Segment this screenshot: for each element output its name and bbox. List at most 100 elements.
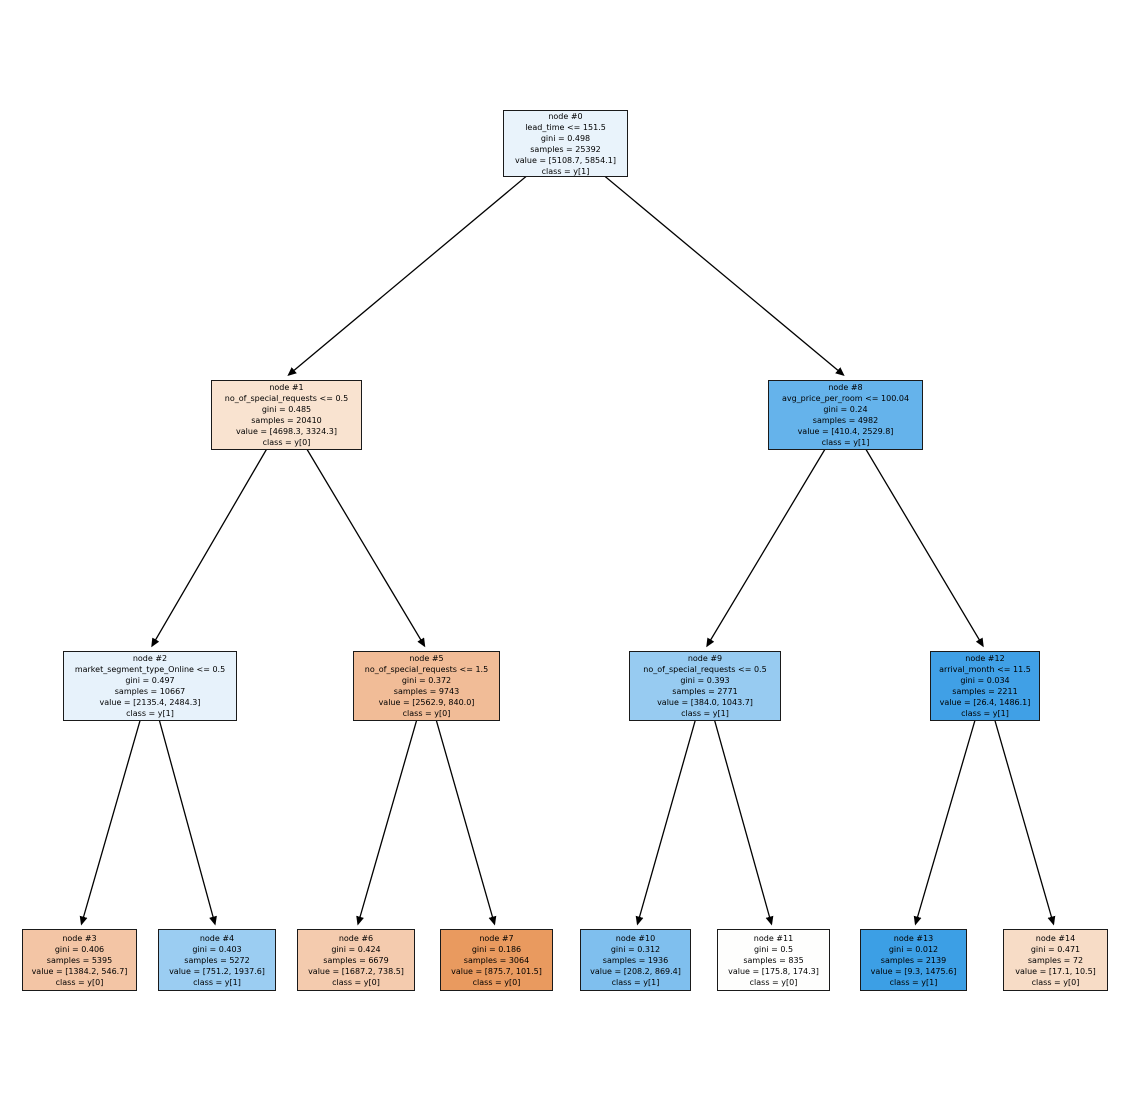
node-class: class = y[1] bbox=[193, 977, 241, 987]
node-label: node #0 bbox=[548, 111, 583, 121]
node-split-condition: market_segment_type_Online <= 0.5 bbox=[74, 665, 226, 674]
node-value: value = [410.4, 2529.8] bbox=[797, 427, 894, 436]
node-class: class = y[0] bbox=[332, 977, 380, 987]
tree-node-11: node #11 gini = 0.5 samples = 835 value … bbox=[717, 929, 830, 991]
node-split-condition: arrival_month <= 11.5 bbox=[939, 665, 1031, 674]
node-label: node #12 bbox=[965, 654, 1005, 663]
node-gini: gini = 0.012 bbox=[888, 944, 939, 954]
node-class: class = y[0] bbox=[472, 977, 521, 987]
node-value: value = [2562.9, 840.0] bbox=[378, 698, 475, 707]
node-gini: gini = 0.312 bbox=[610, 944, 661, 954]
node-samples: samples = 10667 bbox=[114, 687, 186, 696]
node-samples: samples = 5272 bbox=[184, 955, 250, 965]
node-gini: gini = 0.5 bbox=[753, 944, 794, 954]
node-label: node #8 bbox=[828, 383, 863, 392]
node-gini: gini = 0.471 bbox=[1030, 944, 1081, 954]
node-samples: samples = 2139 bbox=[880, 955, 947, 965]
edge-8-9 bbox=[706, 414, 847, 648]
node-label: node #14 bbox=[1035, 933, 1076, 943]
node-value: value = [2135.4, 2484.3] bbox=[99, 698, 201, 707]
node-value: value = [9.3, 1475.6] bbox=[870, 966, 957, 976]
tree-node-13: node #13 gini = 0.012 samples = 2139 val… bbox=[860, 929, 967, 991]
tree-node-2: node #2 market_segment_type_Online <= 0.… bbox=[63, 651, 237, 721]
node-value: value = [5108.7, 5854.1] bbox=[515, 155, 616, 165]
node-class: class = y[1] bbox=[961, 709, 1009, 718]
node-samples: samples = 6679 bbox=[323, 955, 389, 965]
node-label: node #4 bbox=[199, 933, 235, 943]
node-label: node #1 bbox=[269, 383, 304, 392]
node-gini: gini = 0.498 bbox=[540, 133, 591, 143]
edge-5-7 bbox=[425, 685, 497, 926]
tree-node-7: node #7 gini = 0.186 samples = 3064 valu… bbox=[440, 929, 553, 991]
edge-0-1 bbox=[287, 143, 566, 376]
node-class: class = y[0] bbox=[1031, 977, 1080, 987]
tree-node-1: node #1 no_of_special_requests <= 0.5 gi… bbox=[211, 380, 362, 450]
edge-9-10 bbox=[635, 685, 706, 926]
tree-node-12: node #12 arrival_month <= 11.5 gini = 0.… bbox=[930, 651, 1040, 721]
node-label: node #11 bbox=[753, 933, 794, 943]
node-label: node #2 bbox=[132, 654, 168, 663]
edge-1-5 bbox=[285, 414, 426, 648]
edge-12-13 bbox=[913, 685, 986, 926]
node-gini: gini = 0.485 bbox=[261, 405, 312, 414]
tree-node-14: node #14 gini = 0.471 samples = 72 value… bbox=[1003, 929, 1108, 991]
node-samples: samples = 9743 bbox=[393, 687, 460, 696]
edge-9-11 bbox=[704, 685, 774, 926]
node-value: value = [175.8, 174.3] bbox=[728, 966, 819, 976]
edge-1-2 bbox=[151, 414, 288, 648]
node-samples: samples = 25392 bbox=[530, 144, 601, 154]
node-class: class = y[1] bbox=[541, 166, 590, 176]
node-class: class = y[1] bbox=[126, 709, 174, 718]
edge-0-8 bbox=[565, 143, 845, 376]
node-label: node #6 bbox=[338, 933, 374, 943]
node-value: value = [17.1, 10.5] bbox=[1015, 966, 1096, 976]
node-samples: samples = 3064 bbox=[463, 955, 530, 965]
node-label: node #5 bbox=[409, 654, 444, 663]
edge-2-4 bbox=[149, 685, 217, 926]
node-split-condition: no_of_special_requests <= 1.5 bbox=[364, 665, 489, 674]
node-value: value = [4698.3, 3324.3] bbox=[236, 427, 337, 436]
node-value: value = [384.0, 1043.7] bbox=[657, 698, 753, 707]
node-gini: gini = 0.186 bbox=[471, 944, 522, 954]
node-label: node #13 bbox=[893, 933, 934, 943]
node-samples: samples = 5395 bbox=[46, 955, 113, 965]
node-samples: samples = 20410 bbox=[251, 416, 322, 425]
node-gini: gini = 0.24 bbox=[823, 405, 868, 414]
tree-node-4: node #4 gini = 0.403 samples = 5272 valu… bbox=[158, 929, 276, 991]
node-label: node #3 bbox=[62, 933, 97, 943]
node-value: value = [1687.2, 738.5] bbox=[308, 966, 404, 976]
node-gini: gini = 0.406 bbox=[54, 944, 105, 954]
node-class: class = y[0] bbox=[262, 438, 311, 447]
node-split-condition: avg_price_per_room <= 100.04 bbox=[781, 394, 910, 403]
node-split-condition: no_of_special_requests <= 0.5 bbox=[643, 665, 767, 674]
tree-node-9: node #9 no_of_special_requests <= 0.5 gi… bbox=[629, 651, 781, 721]
node-value: value = [751.2, 1937.6] bbox=[169, 966, 265, 976]
node-label: node #10 bbox=[615, 933, 656, 943]
node-class: class = y[0] bbox=[749, 977, 798, 987]
node-gini: gini = 0.372 bbox=[401, 676, 452, 685]
node-gini: gini = 0.424 bbox=[331, 944, 381, 954]
node-class: class = y[0] bbox=[402, 709, 451, 718]
tree-node-6: node #6 gini = 0.424 samples = 6679 valu… bbox=[297, 929, 415, 991]
tree-node-10: node #10 gini = 0.312 samples = 1936 val… bbox=[580, 929, 691, 991]
tree-node-8: node #8 avg_price_per_room <= 100.04 gin… bbox=[768, 380, 923, 450]
node-samples: samples = 2771 bbox=[672, 687, 738, 696]
edge-12-14 bbox=[984, 685, 1056, 926]
node-value: value = [26.4, 1486.1] bbox=[939, 698, 1031, 707]
node-gini: gini = 0.393 bbox=[680, 676, 730, 685]
tree-node-5: node #5 no_of_special_requests <= 1.5 gi… bbox=[353, 651, 500, 721]
node-class: class = y[0] bbox=[55, 977, 104, 987]
node-gini: gini = 0.034 bbox=[960, 676, 1010, 685]
edge-8-12 bbox=[844, 414, 984, 648]
node-split-condition: no_of_special_requests <= 0.5 bbox=[224, 394, 349, 403]
edge-2-3 bbox=[79, 685, 151, 926]
node-samples: samples = 1936 bbox=[602, 955, 669, 965]
node-samples: samples = 2211 bbox=[952, 687, 1018, 696]
tree-node-0: node #0 lead_time <= 151.5 gini = 0.498 … bbox=[503, 110, 628, 177]
node-class: class = y[1] bbox=[889, 977, 938, 987]
node-gini: gini = 0.403 bbox=[192, 944, 242, 954]
node-class: class = y[1] bbox=[611, 977, 660, 987]
node-value: value = [1384.2, 546.7] bbox=[31, 966, 128, 976]
